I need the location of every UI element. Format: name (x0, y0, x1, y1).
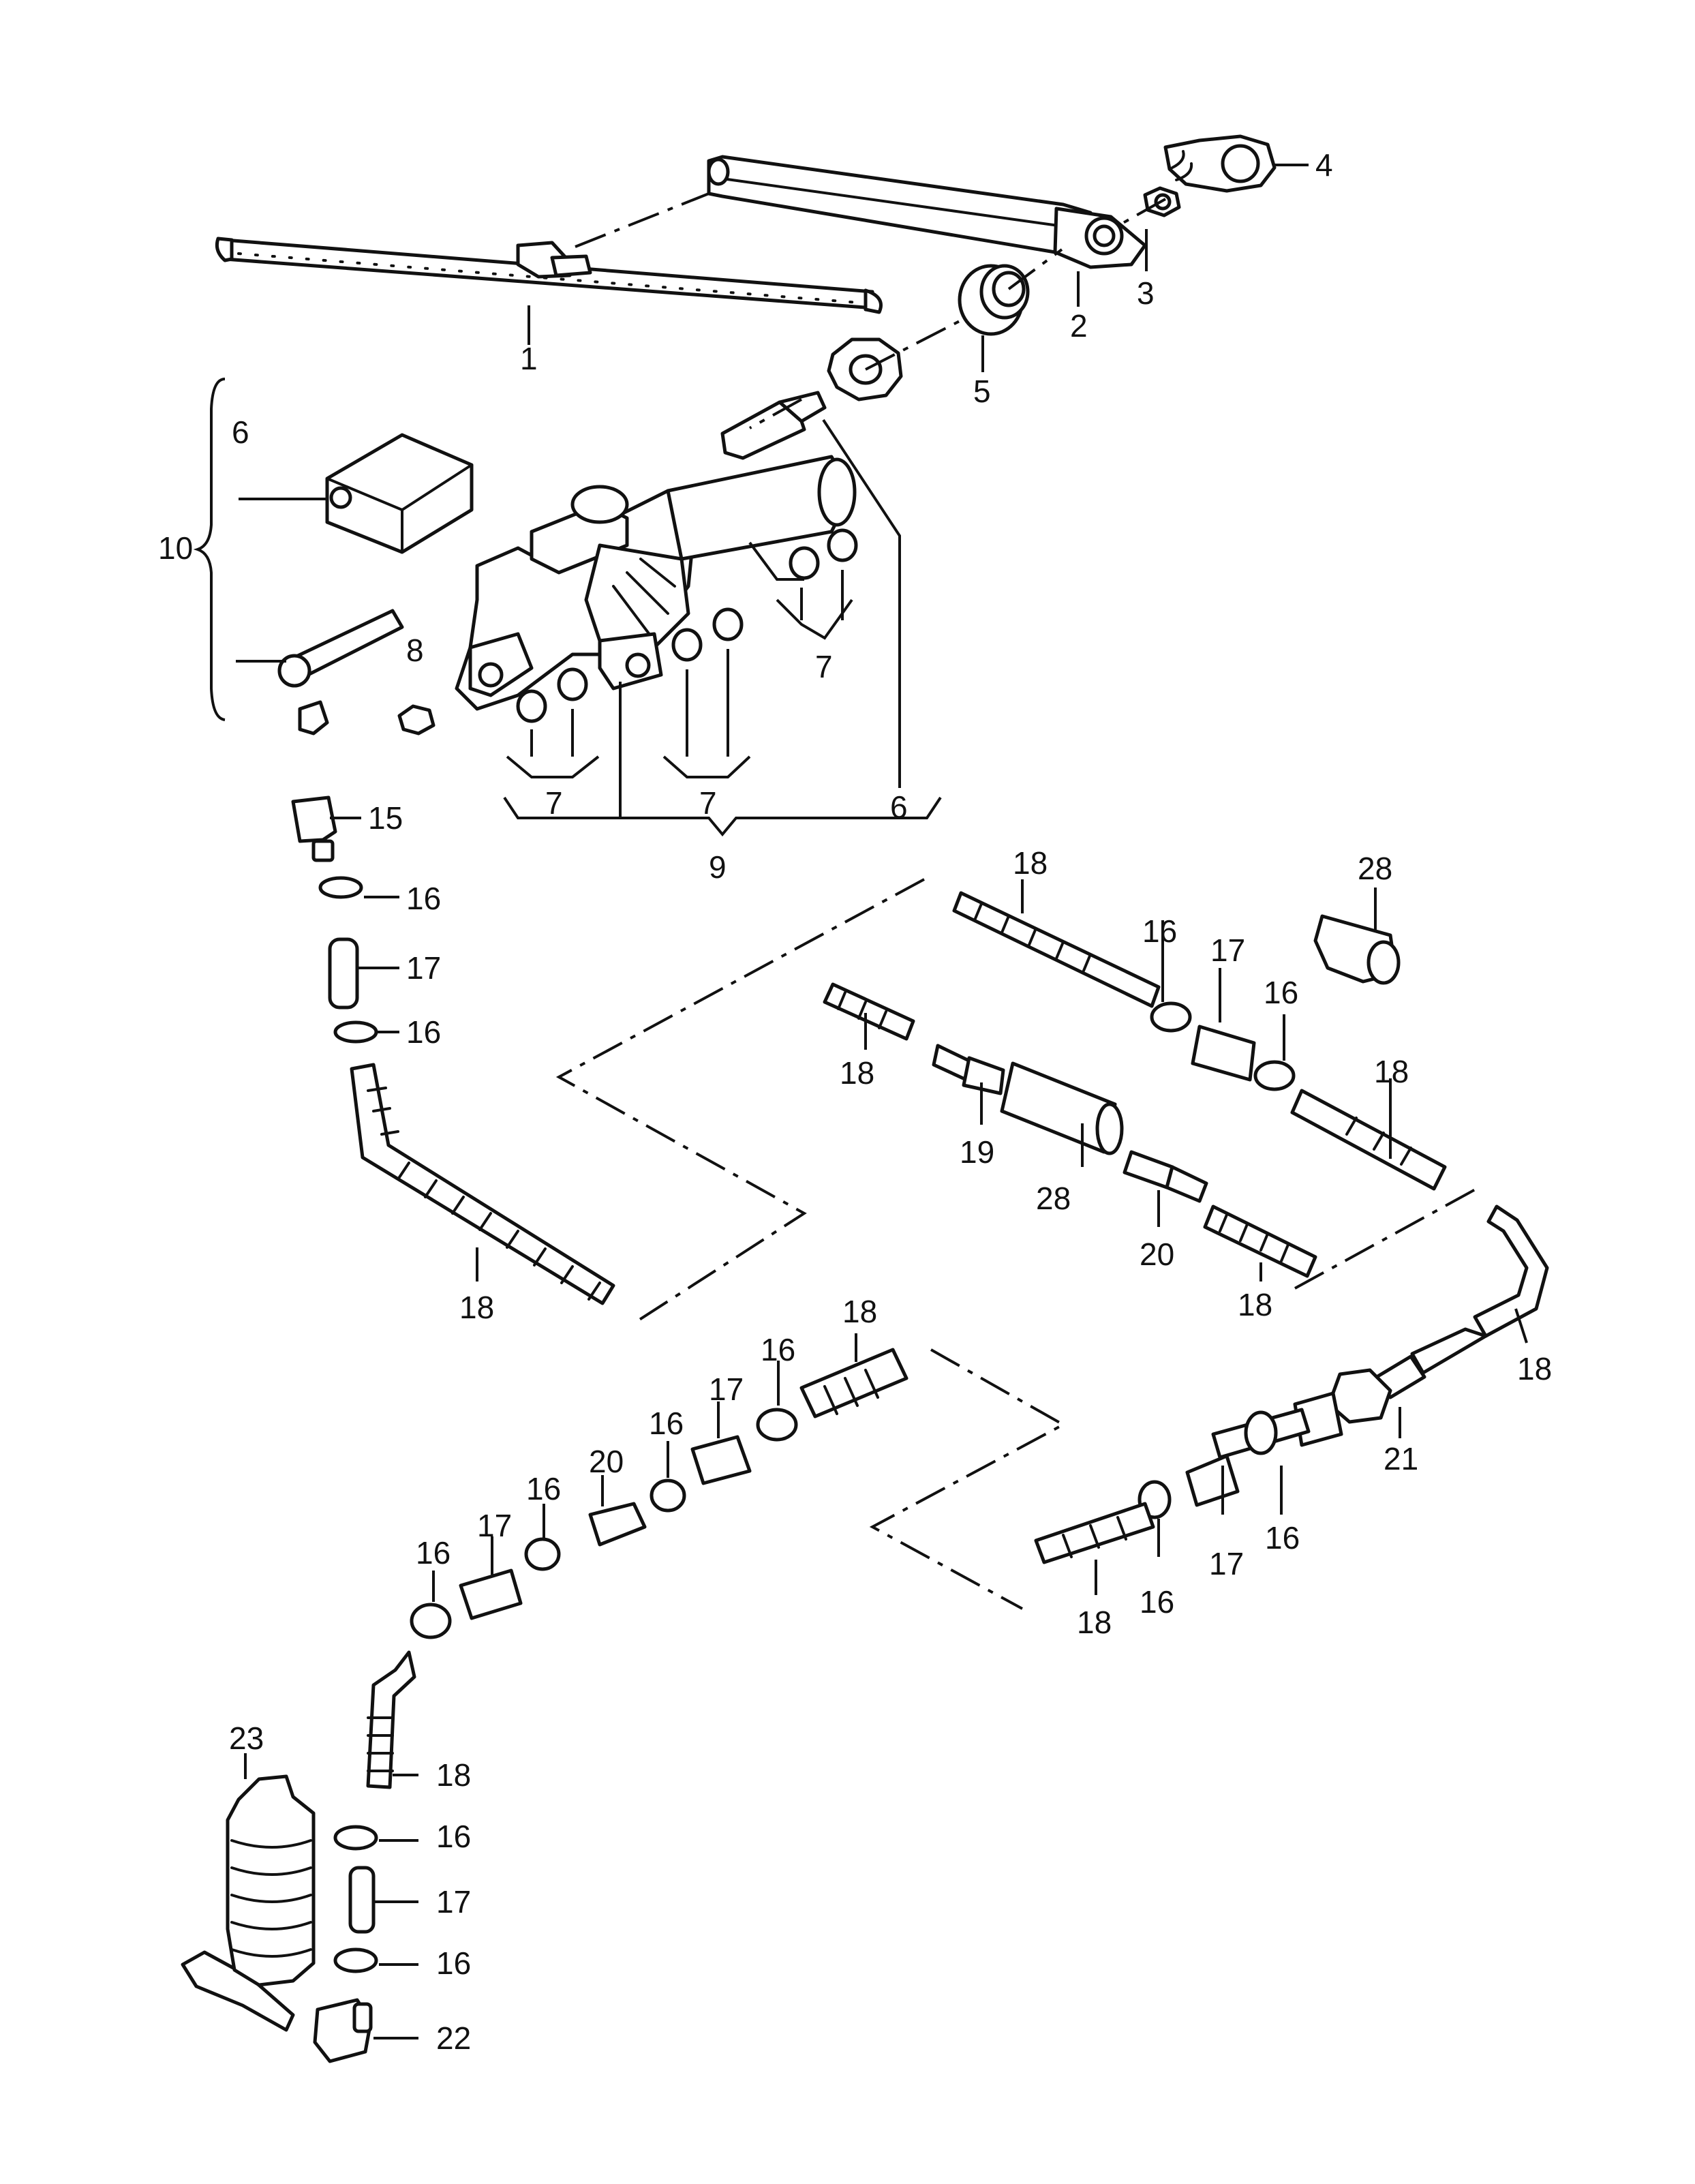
left-hose-run[interactable] (318, 876, 615, 1305)
callout-23: 23 (229, 1720, 264, 1756)
callout-9: 9 (709, 849, 727, 885)
callout-17: 17 (709, 1371, 744, 1407)
callout-2: 2 (1070, 308, 1088, 344)
callout-18: 18 (1013, 845, 1048, 881)
callout-16: 16 (416, 1535, 451, 1571)
callout-16: 16 (406, 881, 441, 916)
right-side-clips[interactable] (1150, 1001, 1447, 1191)
callout-18: 18 (840, 1055, 874, 1091)
wiper-motor[interactable] (455, 455, 857, 711)
motor-grommets[interactable] (516, 528, 858, 723)
callout-18: 18 (1077, 1605, 1112, 1640)
callout-16: 16 (1142, 913, 1177, 949)
middle-hose-chain[interactable] (410, 1348, 908, 1639)
callout-7-left: 7 (545, 785, 563, 821)
callout-18: 18 (436, 1757, 471, 1793)
parts-box[interactable] (325, 433, 474, 554)
callout-6-lower: 6 (890, 789, 908, 825)
callout-16: 16 (1140, 1584, 1174, 1620)
callout-7-middle: 7 (699, 785, 717, 821)
callout-16: 16 (761, 1332, 795, 1367)
callout-18: 18 (1374, 1054, 1409, 1089)
callout-17: 17 (477, 1508, 512, 1543)
callout-21: 21 (1384, 1441, 1418, 1476)
callout-16: 16 (436, 1819, 471, 1854)
callout-20: 20 (1140, 1237, 1174, 1272)
callout-3: 3 (1137, 275, 1155, 311)
callout-18: 18 (842, 1294, 877, 1329)
callout-17: 17 (406, 950, 441, 986)
callout-10: 10 (158, 530, 193, 566)
callout-17: 17 (1210, 932, 1245, 968)
callout-28: 28 (1358, 851, 1392, 886)
arm-cap[interactable] (1163, 134, 1277, 193)
hex-nut-8[interactable] (397, 704, 436, 735)
washer-reservoir[interactable] (226, 1774, 316, 1987)
drive-shaft[interactable] (720, 391, 827, 460)
callout-16: 16 (1264, 975, 1298, 1010)
callout-7-right: 7 (815, 649, 833, 684)
callout-8: 8 (406, 633, 424, 668)
connecting-rod[interactable] (277, 609, 404, 735)
callout-22: 22 (436, 2020, 471, 2056)
callout-17: 17 (1209, 1546, 1244, 1581)
callout-16: 16 (649, 1406, 684, 1441)
callout-28: 28 (1036, 1181, 1071, 1216)
callout-labels: 1 2 3 4 5 6 6 7 7 7 8 9 10 15 16 16 16 1… (158, 147, 1552, 2056)
callout-20: 20 (589, 1444, 624, 1479)
grommet-5[interactable] (958, 264, 1030, 336)
callout-19: 19 (960, 1134, 994, 1170)
upper-right-hose-assembly[interactable] (823, 891, 1401, 1278)
wiper-arm[interactable] (707, 155, 1147, 269)
callout-15: 15 (368, 800, 403, 836)
callout-18: 18 (459, 1290, 494, 1325)
callout-16: 16 (436, 1945, 471, 1981)
callout-5: 5 (973, 374, 991, 409)
washer-pump[interactable] (181, 1950, 373, 2063)
callout-16: 16 (406, 1014, 441, 1050)
callout-4: 4 (1315, 147, 1333, 183)
callout-1: 1 (520, 341, 538, 376)
right-long-hose[interactable] (1034, 1204, 1549, 1564)
star-washer[interactable] (827, 337, 903, 401)
connection-lines (555, 192, 1480, 1610)
leader-lines (193, 164, 1528, 2039)
callout-18: 18 (1238, 1287, 1272, 1322)
callout-16: 16 (1265, 1520, 1300, 1556)
wiper-blade[interactable] (215, 237, 883, 314)
callout-6-upper: 6 (232, 414, 249, 450)
callout-16: 16 (526, 1471, 561, 1506)
lower-left-hose[interactable] (333, 1650, 416, 1973)
callout-18: 18 (1517, 1351, 1552, 1386)
callout-17: 17 (436, 1884, 471, 1920)
valve-15[interactable] (291, 795, 337, 862)
